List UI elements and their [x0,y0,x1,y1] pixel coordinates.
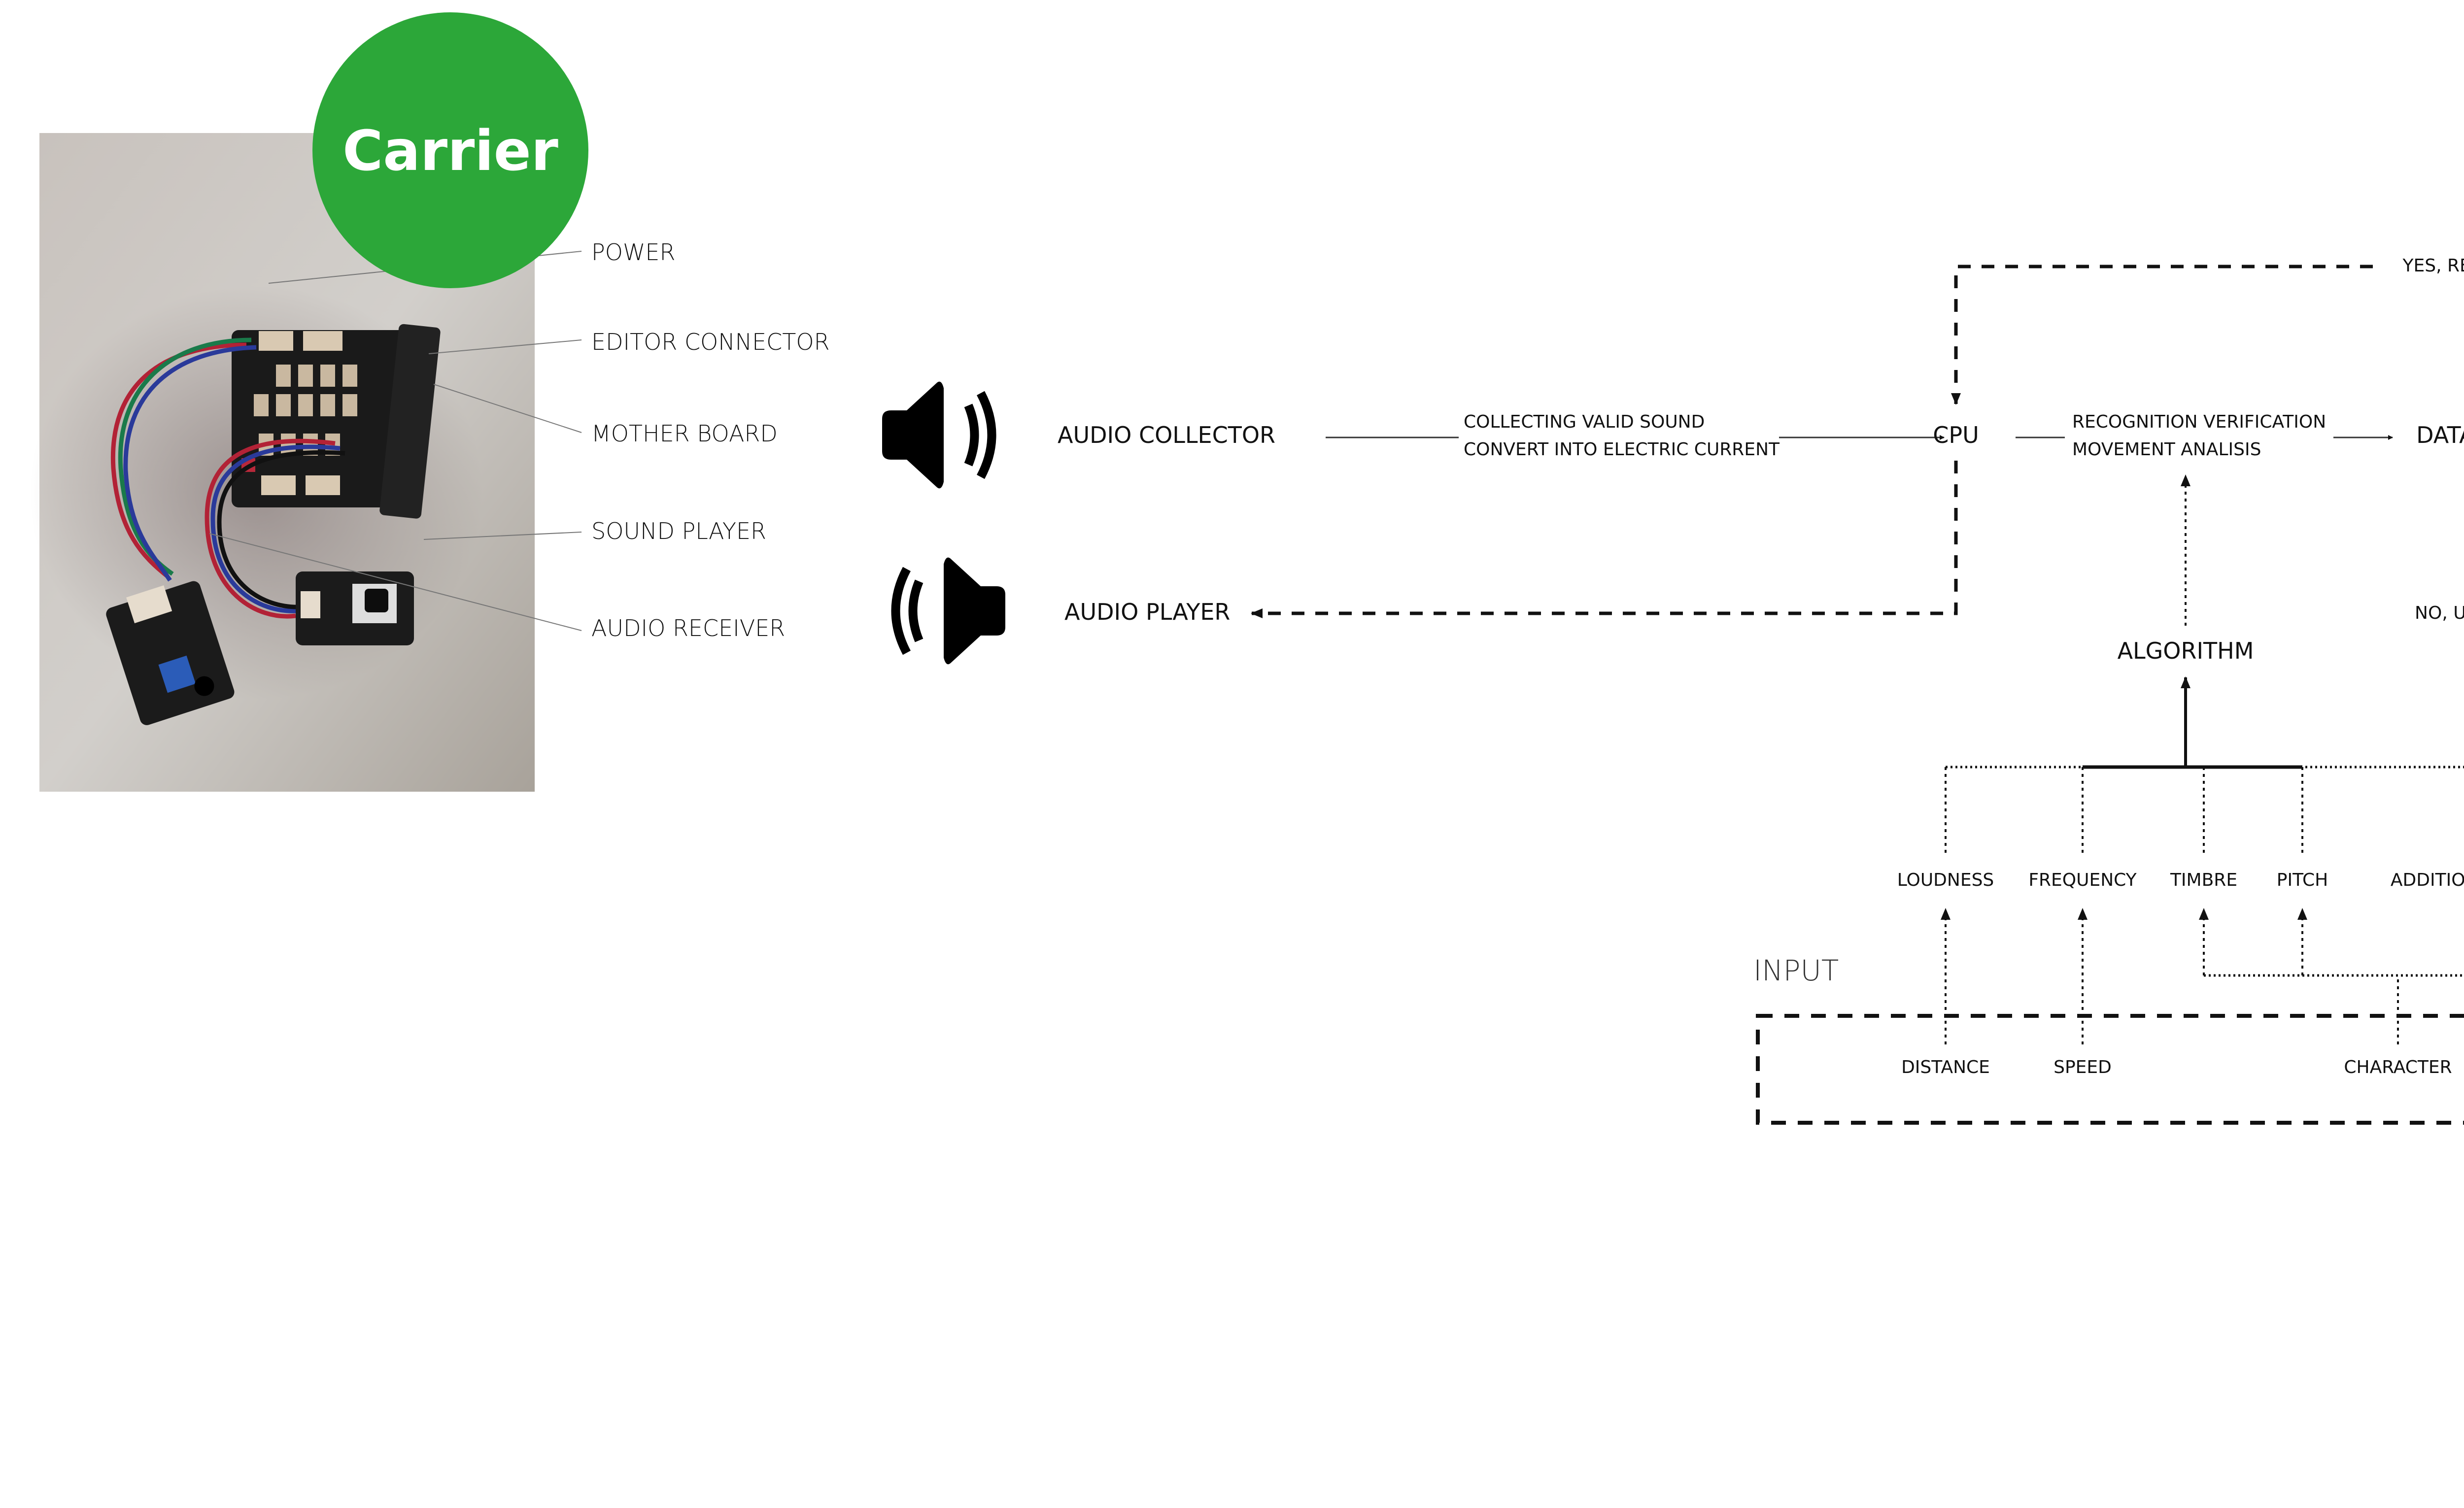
node-yes-recorded: YES, RECORDED [2402,256,2464,276]
node-algorithm: ALGORITHM [2118,637,2254,664]
node-database: DATABASE [2416,422,2464,448]
node-no-unknow: NO, UNKNOW [2415,603,2464,623]
label-power: POWER [591,239,675,266]
dashed-cpu-to-player [1251,461,1958,618]
photo-labels: POWER EDITOR CONNECTOR MOTHER BOARD SOUN… [591,239,830,641]
recog-text-line1: RECOGNITION VERIFICATION [2072,412,2326,432]
param-additional-noise: ADDITIONAL NOISE [2391,870,2464,890]
sound-sensor-module [106,581,235,725]
input-speed: SPEED [2053,1057,2112,1077]
speaker-reversed-icon [891,557,1005,665]
collect-text-line1: COLLECTING VALID SOUND [1464,412,1705,432]
param-pitch: PITCH [2277,870,2328,890]
collect-text-line2: CONVERT INTO ELECTRIC CURRENT [1464,439,1780,460]
label-sound-player: SOUND PLAYER [591,518,766,544]
input-character: CHARACTER [2344,1057,2452,1077]
dashed-yes-to-cpu [1951,265,2373,405]
recog-text-line2: MOVEMENT ANALISIS [2072,439,2261,460]
speaker-icon [882,381,996,489]
carrier-label: Carrier [342,119,558,183]
param-loudness: LOUDNESS [1897,870,1994,890]
carrier-badge: Carrier [312,12,588,288]
mother-board [232,324,441,519]
input-items: DISTANCE SPEED CHARACTER [1901,1057,2452,1077]
input-box [1756,1014,2464,1125]
node-audio-collector: AUDIO COLLECTOR [1058,422,1275,448]
cables [110,337,345,619]
input-distance: DISTANCE [1901,1057,1990,1077]
node-audio-player: AUDIO PLAYER [1064,599,1230,625]
label-audio-receiver: AUDIO RECEIVER [591,615,785,641]
node-cpu: CPU [1933,422,1979,448]
input-arrows [1941,908,2464,1044]
input-title: INPUT [1753,954,1839,987]
passive-buzzer-module [296,571,414,645]
label-editor-connector: EDITOR CONNECTOR [591,329,830,355]
param-drop-lines [1945,767,2303,855]
param-timbre: TIMBRE [2170,870,2237,890]
label-mother-board: MOTHER BOARD [591,420,778,447]
parameter-labels: LOUDNESS FREQUENCY TIMBRE PITCH ADDITION… [1897,870,2464,890]
param-frequency: FREQUENCY [2028,870,2137,890]
